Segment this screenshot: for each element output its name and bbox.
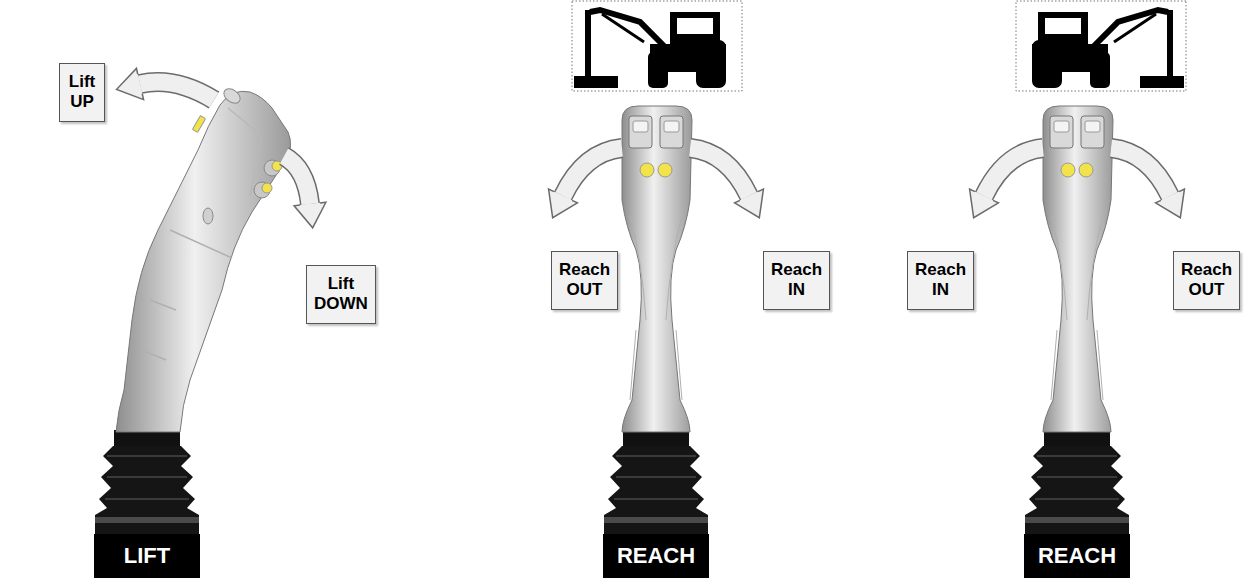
direction-label: Lift UP — [69, 72, 95, 113]
tractor-icon — [572, 1, 742, 91]
bellows-boot — [604, 430, 708, 534]
control-name: REACH — [617, 545, 695, 567]
arrow-outline — [984, 148, 1043, 196]
motion-arrow — [984, 148, 1043, 196]
motion-arrow — [284, 156, 310, 204]
direction-label: Reach OUT — [559, 260, 610, 301]
tractor-icon — [1016, 1, 1186, 91]
arrow-outline — [690, 148, 749, 196]
control-name: LIFT — [124, 545, 170, 567]
bellows-boot — [1025, 430, 1129, 534]
top-button — [221, 86, 243, 106]
direction-box: Lift UP — [59, 63, 105, 122]
control-label-bar: REACH — [1024, 534, 1130, 578]
direction-box: Reach IN — [907, 251, 974, 310]
direction-label: Reach OUT — [1181, 260, 1232, 301]
handle-body — [116, 91, 291, 432]
direction-box: Reach OUT — [1173, 251, 1240, 310]
direction-label: Reach IN — [771, 260, 822, 301]
joystick-handle — [622, 106, 692, 432]
movement-arrows — [140, 82, 1170, 204]
thumb-rest — [203, 208, 213, 224]
direction-label: Lift DOWN — [314, 274, 368, 315]
direction-label: Reach IN — [915, 260, 966, 301]
control-label-bar: LIFT — [94, 534, 200, 578]
motion-arrow — [140, 82, 214, 100]
motion-arrow — [563, 148, 622, 196]
motion-arrow — [1111, 148, 1170, 196]
bellows-boot — [95, 430, 199, 534]
arrow-outline — [1111, 148, 1170, 196]
arrow-outline — [284, 156, 310, 204]
lift-joystick — [116, 86, 291, 432]
handle-grooves — [142, 230, 232, 360]
control-name: REACH — [1038, 545, 1116, 567]
handle-seam — [228, 108, 262, 196]
control-label-bar: REACH — [603, 534, 709, 578]
motion-arrow — [690, 148, 749, 196]
joystick-handle — [1043, 106, 1113, 432]
arrow-outline — [563, 148, 622, 196]
yellow-button — [262, 183, 272, 193]
direction-box: Lift DOWN — [306, 265, 376, 324]
yellow-trigger — [192, 116, 205, 133]
arrow-outline — [140, 82, 214, 100]
direction-box: Reach IN — [763, 251, 830, 310]
direction-box: Reach OUT — [551, 251, 618, 310]
